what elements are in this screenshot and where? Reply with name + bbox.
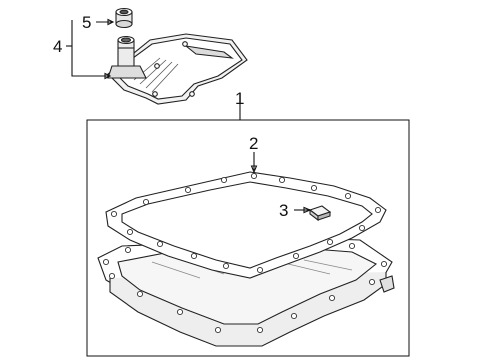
filter-hole <box>152 91 158 97</box>
callout-1: 1 <box>235 89 244 108</box>
filter-seal <box>115 7 133 29</box>
filter-assembly <box>107 7 248 105</box>
oil-pan <box>97 237 395 347</box>
part-1-frame <box>86 119 410 357</box>
leader-lines-inner <box>250 152 312 214</box>
filter-neck <box>107 35 147 79</box>
gasket-inner <box>121 181 373 269</box>
leader-lines-top <box>66 18 115 80</box>
filter-hole <box>182 41 188 47</box>
callout-2: 2 <box>249 134 258 153</box>
callout-4: 4 <box>53 37 62 56</box>
callout-3: 3 <box>279 201 288 220</box>
filter-slot <box>184 45 234 59</box>
magnet <box>308 205 332 222</box>
pan-tab <box>379 275 395 293</box>
filter-hole <box>189 91 195 97</box>
callout-5: 5 <box>82 13 91 32</box>
gasket <box>105 171 387 279</box>
filter-hole <box>154 63 160 69</box>
gasket-bolt-holes <box>110 172 382 274</box>
